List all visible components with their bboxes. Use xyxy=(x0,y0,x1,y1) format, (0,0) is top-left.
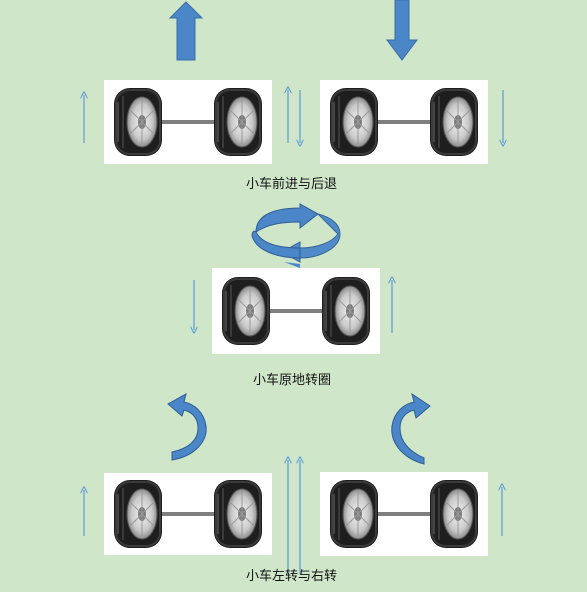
turn-left-wheel-panel xyxy=(104,473,272,555)
forward-wheel-panel xyxy=(104,80,272,164)
caption-forward-backward: 小车前进与后退 xyxy=(246,177,338,192)
spin-wheel-panel xyxy=(212,268,380,354)
turn-right-wheel-panel xyxy=(320,472,488,556)
backward-wheel-panel xyxy=(320,80,488,164)
caption-turn-left-right: 小车左转与右转 xyxy=(246,569,338,584)
backward-wheel-pair xyxy=(329,87,479,157)
forward-wheel-pair xyxy=(113,87,263,157)
turn-left-wheel-pair xyxy=(113,479,263,549)
caption-spin-in-place: 小车原地转圈 xyxy=(253,373,332,388)
spin-wheel-pair xyxy=(221,276,371,346)
turn-right-wheel-pair xyxy=(329,479,479,549)
